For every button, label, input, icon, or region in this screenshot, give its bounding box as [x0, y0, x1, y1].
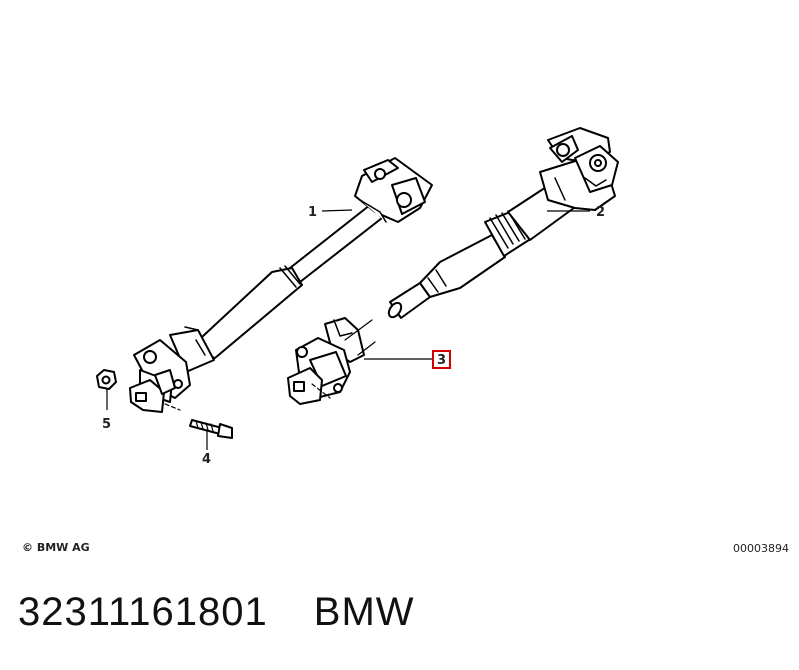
part-number: 32311161801 [18, 590, 268, 634]
callout-5[interactable]: 5 [102, 417, 111, 432]
part-4-bolt [189, 419, 233, 439]
part-1-lower-shaft [129, 157, 433, 413]
copyright-notice: © BMW AG [22, 541, 90, 554]
callout-2[interactable]: 2 [596, 205, 605, 220]
diagram-code: 00003894 [733, 542, 789, 555]
callout-4[interactable]: 4 [202, 452, 211, 467]
leader-lines [106, 209, 590, 450]
part-5-nut [96, 369, 117, 390]
part-3-coupling [287, 317, 376, 405]
callout-3-highlight-box [432, 350, 451, 369]
part-2-upper-shaft [387, 127, 619, 319]
callout-3[interactable]: 3 [437, 353, 446, 368]
product-caption: 32311161801 BMW [18, 588, 415, 636]
callouts: 1 2 3 4 5 [102, 205, 605, 467]
callout-1[interactable]: 1 [308, 205, 317, 220]
brand-name: BMW [313, 590, 415, 634]
